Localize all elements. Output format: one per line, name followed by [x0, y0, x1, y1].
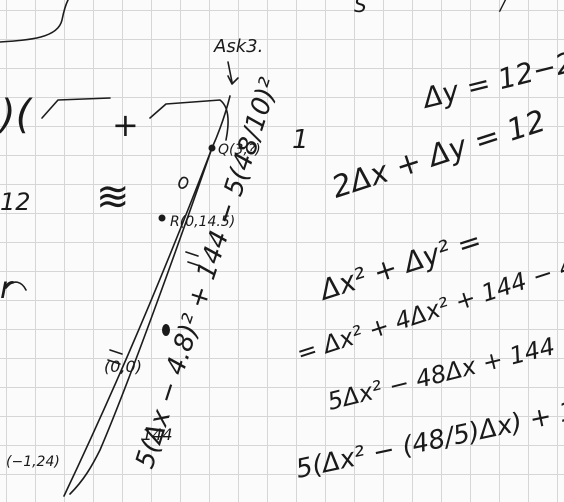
- tick-mark-2: [107, 349, 123, 365]
- main-line-upper: [211, 95, 231, 149]
- tick-mark-1: [185, 251, 201, 267]
- delta-y-equation: Δy = 12−2Δx: [418, 37, 564, 115]
- ink-arrow-ask: [227, 61, 239, 85]
- ink-sqrt-1: [41, 97, 111, 119]
- left-r: r: [0, 271, 14, 306]
- ink-curve-top-left: [0, 0, 69, 43]
- left-twelve: 12: [0, 188, 31, 216]
- ink-sqrt-2: [149, 99, 229, 141]
- slanted-equation-group: 5(Δx − 4.8)² + 144 − 5(48/10)²: [130, 74, 285, 472]
- constraint-group: 2Δx + Δy = 12: [328, 104, 550, 206]
- ink-left-swoosh: [5, 281, 27, 291]
- ask-label: Ask3.: [213, 36, 263, 57]
- point-r-label: R(0,14.5): [170, 214, 235, 230]
- main-line-inner: [69, 147, 213, 495]
- left-bracket-text: )(: [0, 92, 34, 138]
- point-q-dot: [208, 144, 216, 152]
- top-fragment: S: [354, 0, 367, 17]
- plus-sign: +: [112, 106, 139, 144]
- point-q-label: Q(3,?): [218, 142, 261, 158]
- scribble-mark: ≋: [96, 174, 130, 220]
- top-right-fragment: /: [498, 0, 508, 15]
- main-line-outer: [63, 147, 213, 497]
- constraint-equation: 2Δx + Δy = 12: [328, 104, 550, 206]
- point-mid-dot: [162, 324, 170, 336]
- small-loop: [178, 176, 189, 189]
- right-one: 1: [292, 125, 309, 155]
- delta-y-group: Δy = 12−2Δx: [418, 37, 564, 115]
- slanted-equation: 5(Δx − 4.8)² + 144 − 5(48/10)²: [130, 74, 285, 472]
- point-bottom-label: (−1,24): [6, 454, 60, 470]
- slanted-144: 144: [142, 425, 173, 444]
- point-r-dot: [158, 214, 166, 222]
